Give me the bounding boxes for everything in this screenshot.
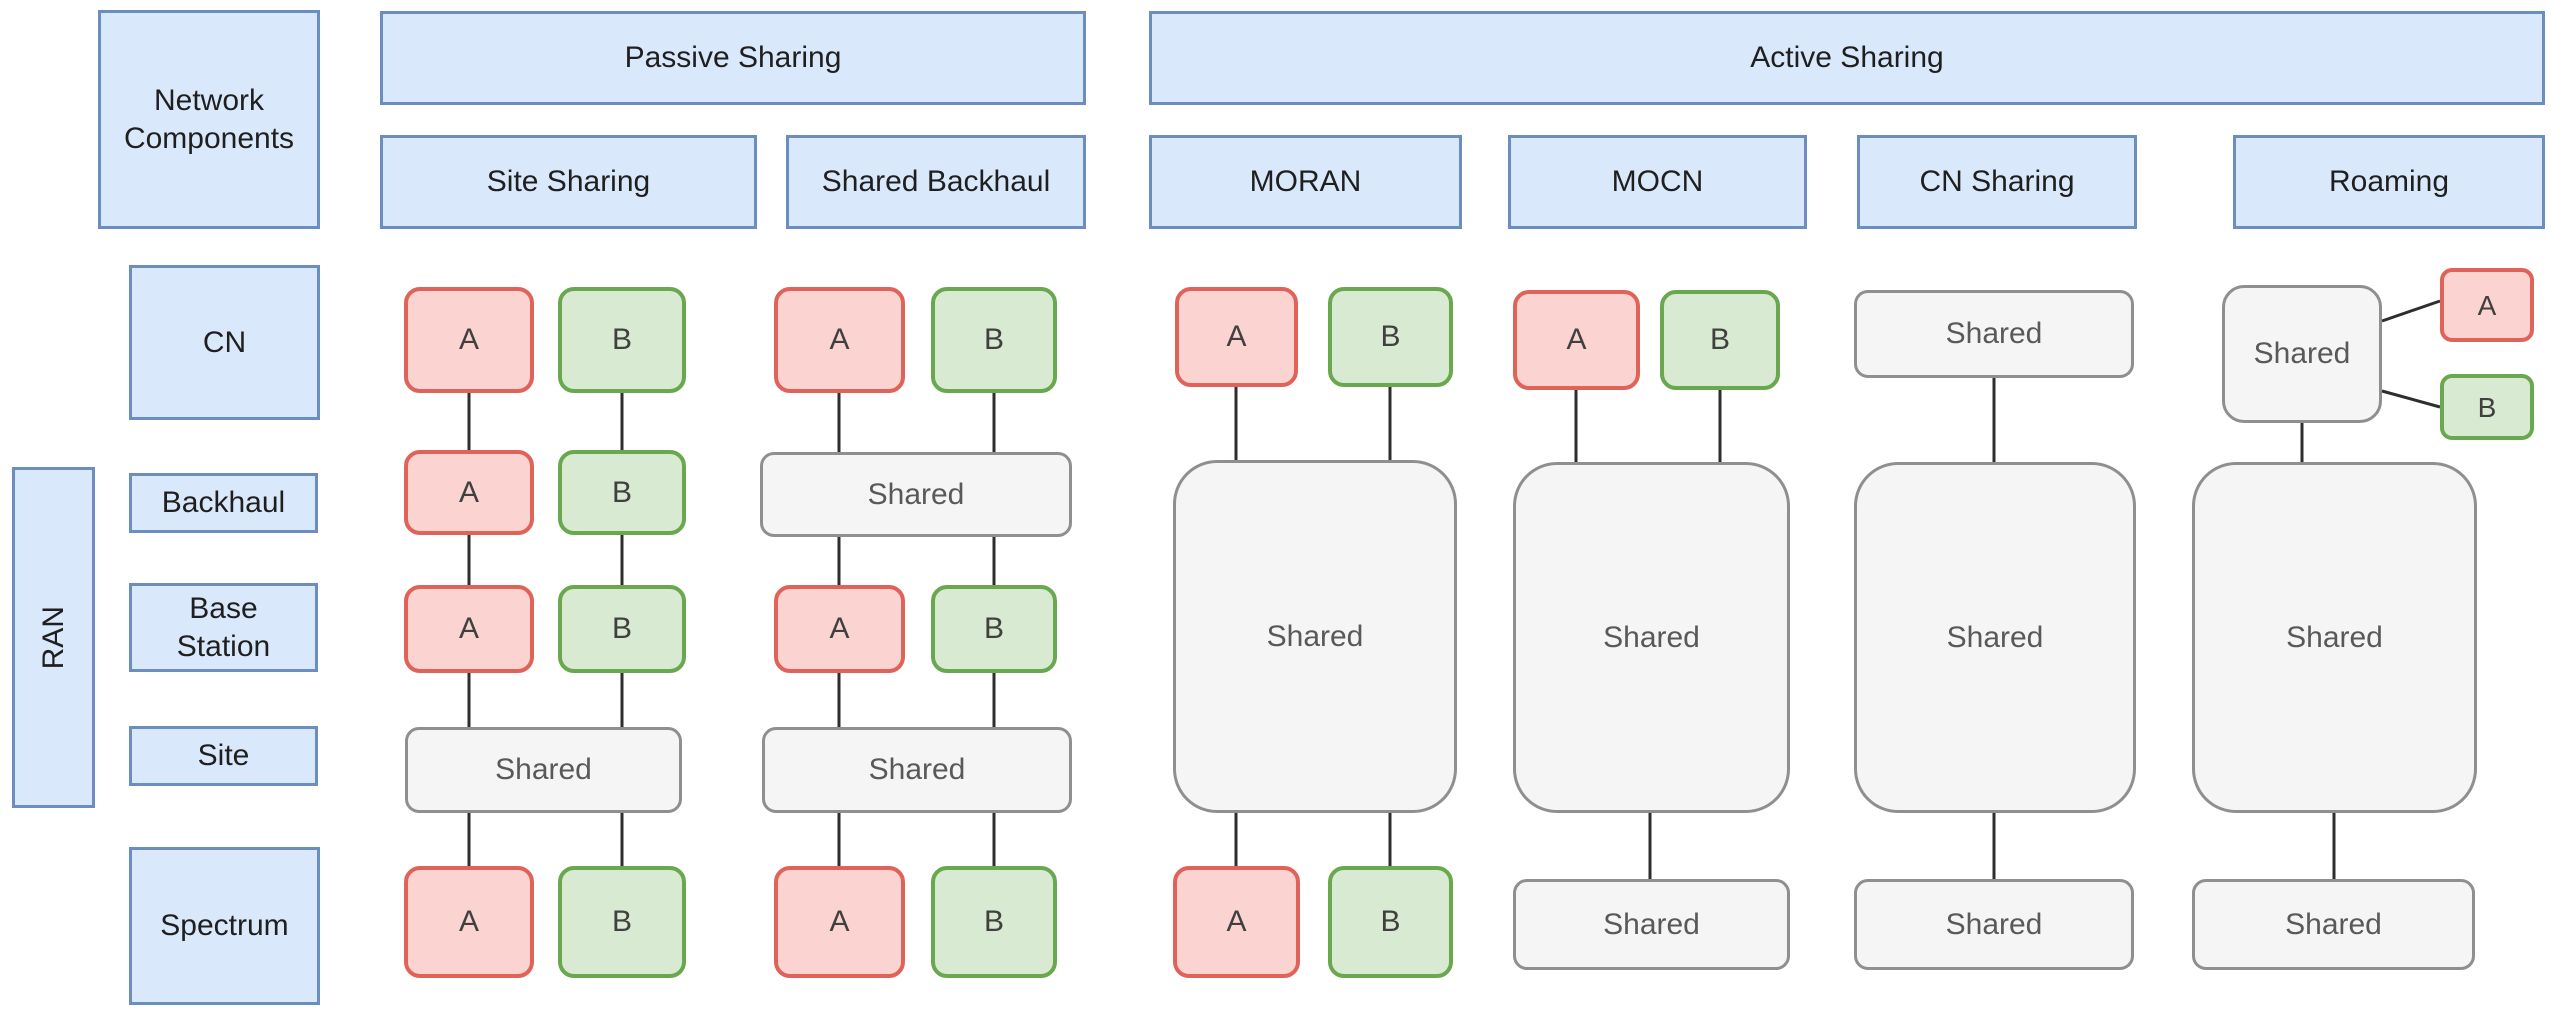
site-sharing-cn-operator-b-box: B	[558, 287, 686, 393]
mocn-spectrum-shared-box: Shared	[1513, 879, 1790, 970]
row-label-backhaul: Backhaul	[129, 473, 318, 533]
shared-backhaul-backhaul-shared-box: Shared	[760, 452, 1072, 537]
network-components-header: Network Components	[98, 10, 320, 229]
moran-cn-operator-b-box: B	[1328, 287, 1453, 387]
shared-backhaul-base-station-operator-b-box: B	[931, 585, 1057, 673]
cn-sharing-column-header: CN Sharing	[1857, 135, 2137, 229]
site-sharing-base-station-operator-a-box: A	[404, 585, 534, 673]
site-sharing-base-station-operator-b-box: B	[558, 585, 686, 673]
shared-backhaul-spectrum-operator-b-box: B	[931, 866, 1057, 978]
roaming-cn-operator-b-box: B	[2440, 374, 2534, 440]
moran-ran-shared-box: Shared	[1173, 460, 1457, 813]
moran-spectrum-operator-a-box: A	[1173, 866, 1300, 978]
site-sharing-site-shared-box: Shared	[405, 727, 682, 813]
moran-spectrum-operator-b-box: B	[1328, 866, 1453, 978]
passive-sharing-header: Passive Sharing	[380, 11, 1086, 105]
roaming-cn-shared-box: Shared	[2222, 285, 2382, 423]
cn-sharing-ran-shared-box: Shared	[1854, 462, 2136, 813]
cn-sharing-spectrum-shared-box: Shared	[1854, 879, 2134, 970]
site-sharing-spectrum-operator-b-box: B	[558, 866, 686, 978]
moran-column-header: MORAN	[1149, 135, 1462, 229]
moran-cn-operator-a-box: A	[1175, 287, 1298, 387]
cn-sharing-cn-shared-box: Shared	[1854, 290, 2134, 378]
active-sharing-header: Active Sharing	[1149, 11, 2545, 105]
shared-backhaul-base-station-operator-a-box: A	[774, 585, 905, 673]
roaming-spectrum-shared-box: Shared	[2192, 879, 2475, 970]
site-sharing-column-header: Site Sharing	[380, 135, 757, 229]
shared-backhaul-cn-operator-b-box: B	[931, 287, 1057, 393]
shared-backhaul-spectrum-operator-a-box: A	[774, 866, 905, 978]
roaming-ran-shared-box: Shared	[2192, 462, 2477, 813]
row-label-spectrum: Spectrum	[129, 847, 320, 1005]
shared-backhaul-cn-operator-a-box: A	[774, 287, 905, 393]
mocn-ran-shared-box: Shared	[1513, 462, 1790, 813]
site-sharing-backhaul-operator-a-box: A	[404, 450, 534, 535]
row-label-site: Site	[129, 726, 318, 786]
shared-backhaul-column-header: Shared Backhaul	[786, 135, 1086, 229]
roaming-column-header: Roaming	[2233, 135, 2545, 229]
mocn-cn-operator-b-box: B	[1660, 290, 1780, 390]
ran-vertical-text: RAN	[36, 605, 70, 670]
row-label-cn: CN	[129, 265, 320, 420]
row-label-ran: RAN	[12, 467, 95, 808]
shared-backhaul-site-shared-box: Shared	[762, 727, 1072, 813]
mocn-column-header: MOCN	[1508, 135, 1807, 229]
roaming-cn-operator-a-box: A	[2440, 268, 2534, 342]
site-sharing-backhaul-operator-b-box: B	[558, 450, 686, 535]
row-label-base-station: Base Station	[129, 583, 318, 672]
mocn-cn-operator-a-box: A	[1513, 290, 1640, 390]
site-sharing-spectrum-operator-a-box: A	[404, 866, 534, 978]
site-sharing-cn-operator-a-box: A	[404, 287, 534, 393]
